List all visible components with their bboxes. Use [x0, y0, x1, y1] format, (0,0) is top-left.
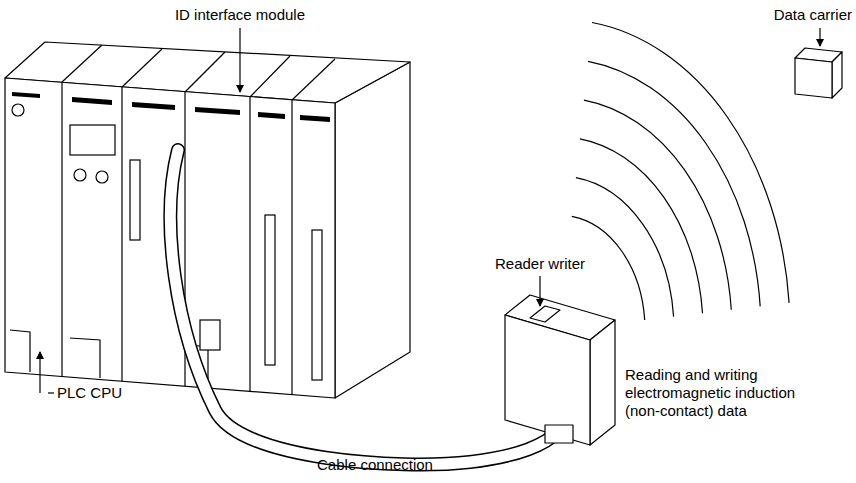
- part-label: Data carrier: [774, 6, 852, 24]
- waves: [572, 23, 789, 321]
- wave-arc: [584, 100, 731, 310]
- plc-rack: [5, 42, 410, 398]
- part-label: ID interface module: [175, 6, 305, 24]
- note-label: Reading and writing electromagnetic indu…: [625, 366, 830, 420]
- cable-inner: [170, 150, 560, 464]
- part-label: PLC CPU: [57, 384, 122, 402]
- wave-arc: [576, 178, 674, 317]
- wave-arc: [580, 139, 703, 313]
- part-label: Cable connection: [317, 456, 433, 474]
- wave-arc: [592, 23, 789, 303]
- wave-arc: [588, 61, 760, 306]
- part-label: Reader writer: [495, 255, 585, 273]
- leaders: [40, 28, 820, 393]
- module-bars: [12, 92, 330, 122]
- data-carrier: [795, 48, 842, 98]
- reader-writer: [505, 295, 615, 445]
- cable: [170, 150, 560, 464]
